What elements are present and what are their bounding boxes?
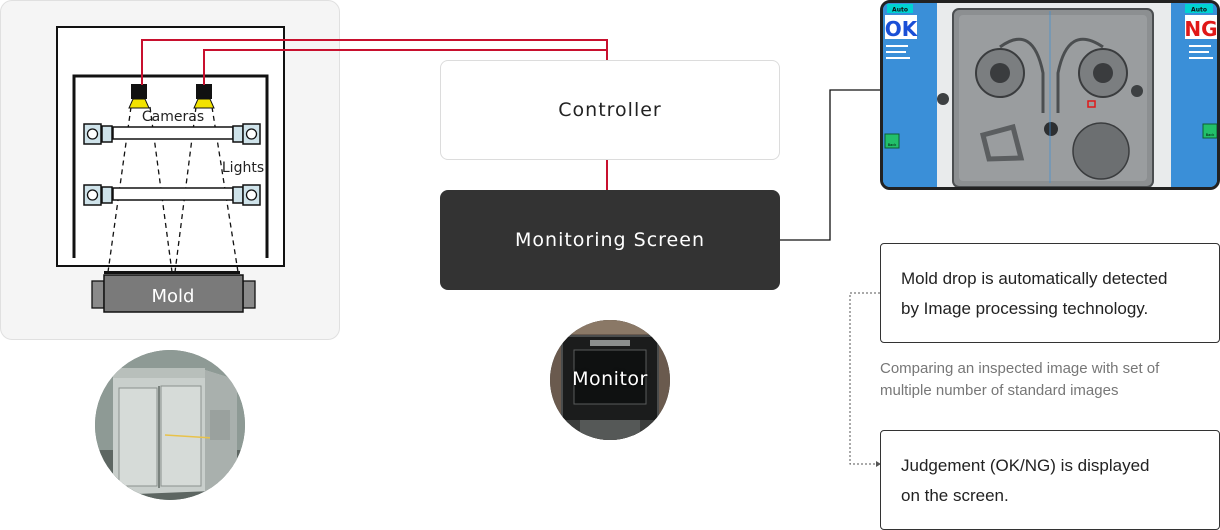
note-judgement-box: Judgement (OK/NG) is displayed on the sc… bbox=[880, 430, 1220, 530]
mode-badge-right bbox=[1185, 4, 1213, 13]
back-button-right-label: Back bbox=[1206, 133, 1215, 137]
back-button-right[interactable] bbox=[1202, 123, 1217, 139]
controller-label: Controller bbox=[558, 99, 662, 121]
note-detection-box: Mold drop is automatically detected by I… bbox=[880, 243, 1220, 343]
note-detection-line2: by Image processing technology. bbox=[901, 299, 1149, 318]
mode-badge-left-label: Auto bbox=[892, 7, 908, 14]
back-button-left[interactable] bbox=[884, 133, 900, 149]
left-info-lines bbox=[886, 45, 910, 59]
camera-right-icon bbox=[193, 84, 215, 109]
note-judgement-line2: on the screen. bbox=[901, 486, 1009, 505]
right-info-lines bbox=[1189, 45, 1213, 59]
status-ng-label: NG bbox=[1184, 17, 1217, 41]
monitor-photo-label: Monitor bbox=[572, 368, 648, 390]
controller-box: Controller bbox=[440, 60, 780, 160]
lights-label: Lights bbox=[222, 160, 264, 176]
status-ng-badge bbox=[1185, 15, 1217, 39]
note-comparison-line1: Comparing an inspected image with set of bbox=[880, 360, 1160, 377]
back-button-left-label: Back bbox=[888, 143, 897, 147]
mode-badge-right-label: Auto bbox=[1191, 7, 1207, 14]
equipment-schematic: Cameras Lights Mold bbox=[56, 26, 285, 313]
light-bar-lower bbox=[83, 184, 261, 206]
monitoring-screen-label: Monitoring Screen bbox=[515, 229, 705, 251]
note-comparison-line2: multiple number of standard images bbox=[880, 382, 1119, 399]
status-ok-badge bbox=[885, 15, 917, 39]
dotted-link-detect-to-judge bbox=[849, 292, 880, 465]
light-bar-upper bbox=[83, 123, 261, 145]
status-ok-label: OK bbox=[885, 17, 919, 41]
note-comparison-text: Comparing an inspected image with set of… bbox=[880, 358, 1220, 402]
mode-badge-left bbox=[887, 4, 913, 13]
cabinet-outline bbox=[56, 26, 285, 267]
mold-block bbox=[91, 271, 256, 313]
monitoring-screen-box: Monitoring Screen bbox=[440, 190, 780, 290]
mold-label: Mold bbox=[152, 286, 195, 307]
line-monitor-to-screen bbox=[780, 89, 880, 241]
cameras-label: Cameras bbox=[142, 109, 204, 125]
inspection-cabinet-photo bbox=[95, 350, 245, 500]
note-judgement-line1: Judgement (OK/NG) is displayed bbox=[901, 456, 1150, 475]
note-detection-line1: Mold drop is automatically detected bbox=[901, 269, 1168, 288]
inspection-result-screen: Auto OK Back Auto NG Back bbox=[880, 0, 1220, 190]
camera-left-icon bbox=[128, 84, 150, 109]
